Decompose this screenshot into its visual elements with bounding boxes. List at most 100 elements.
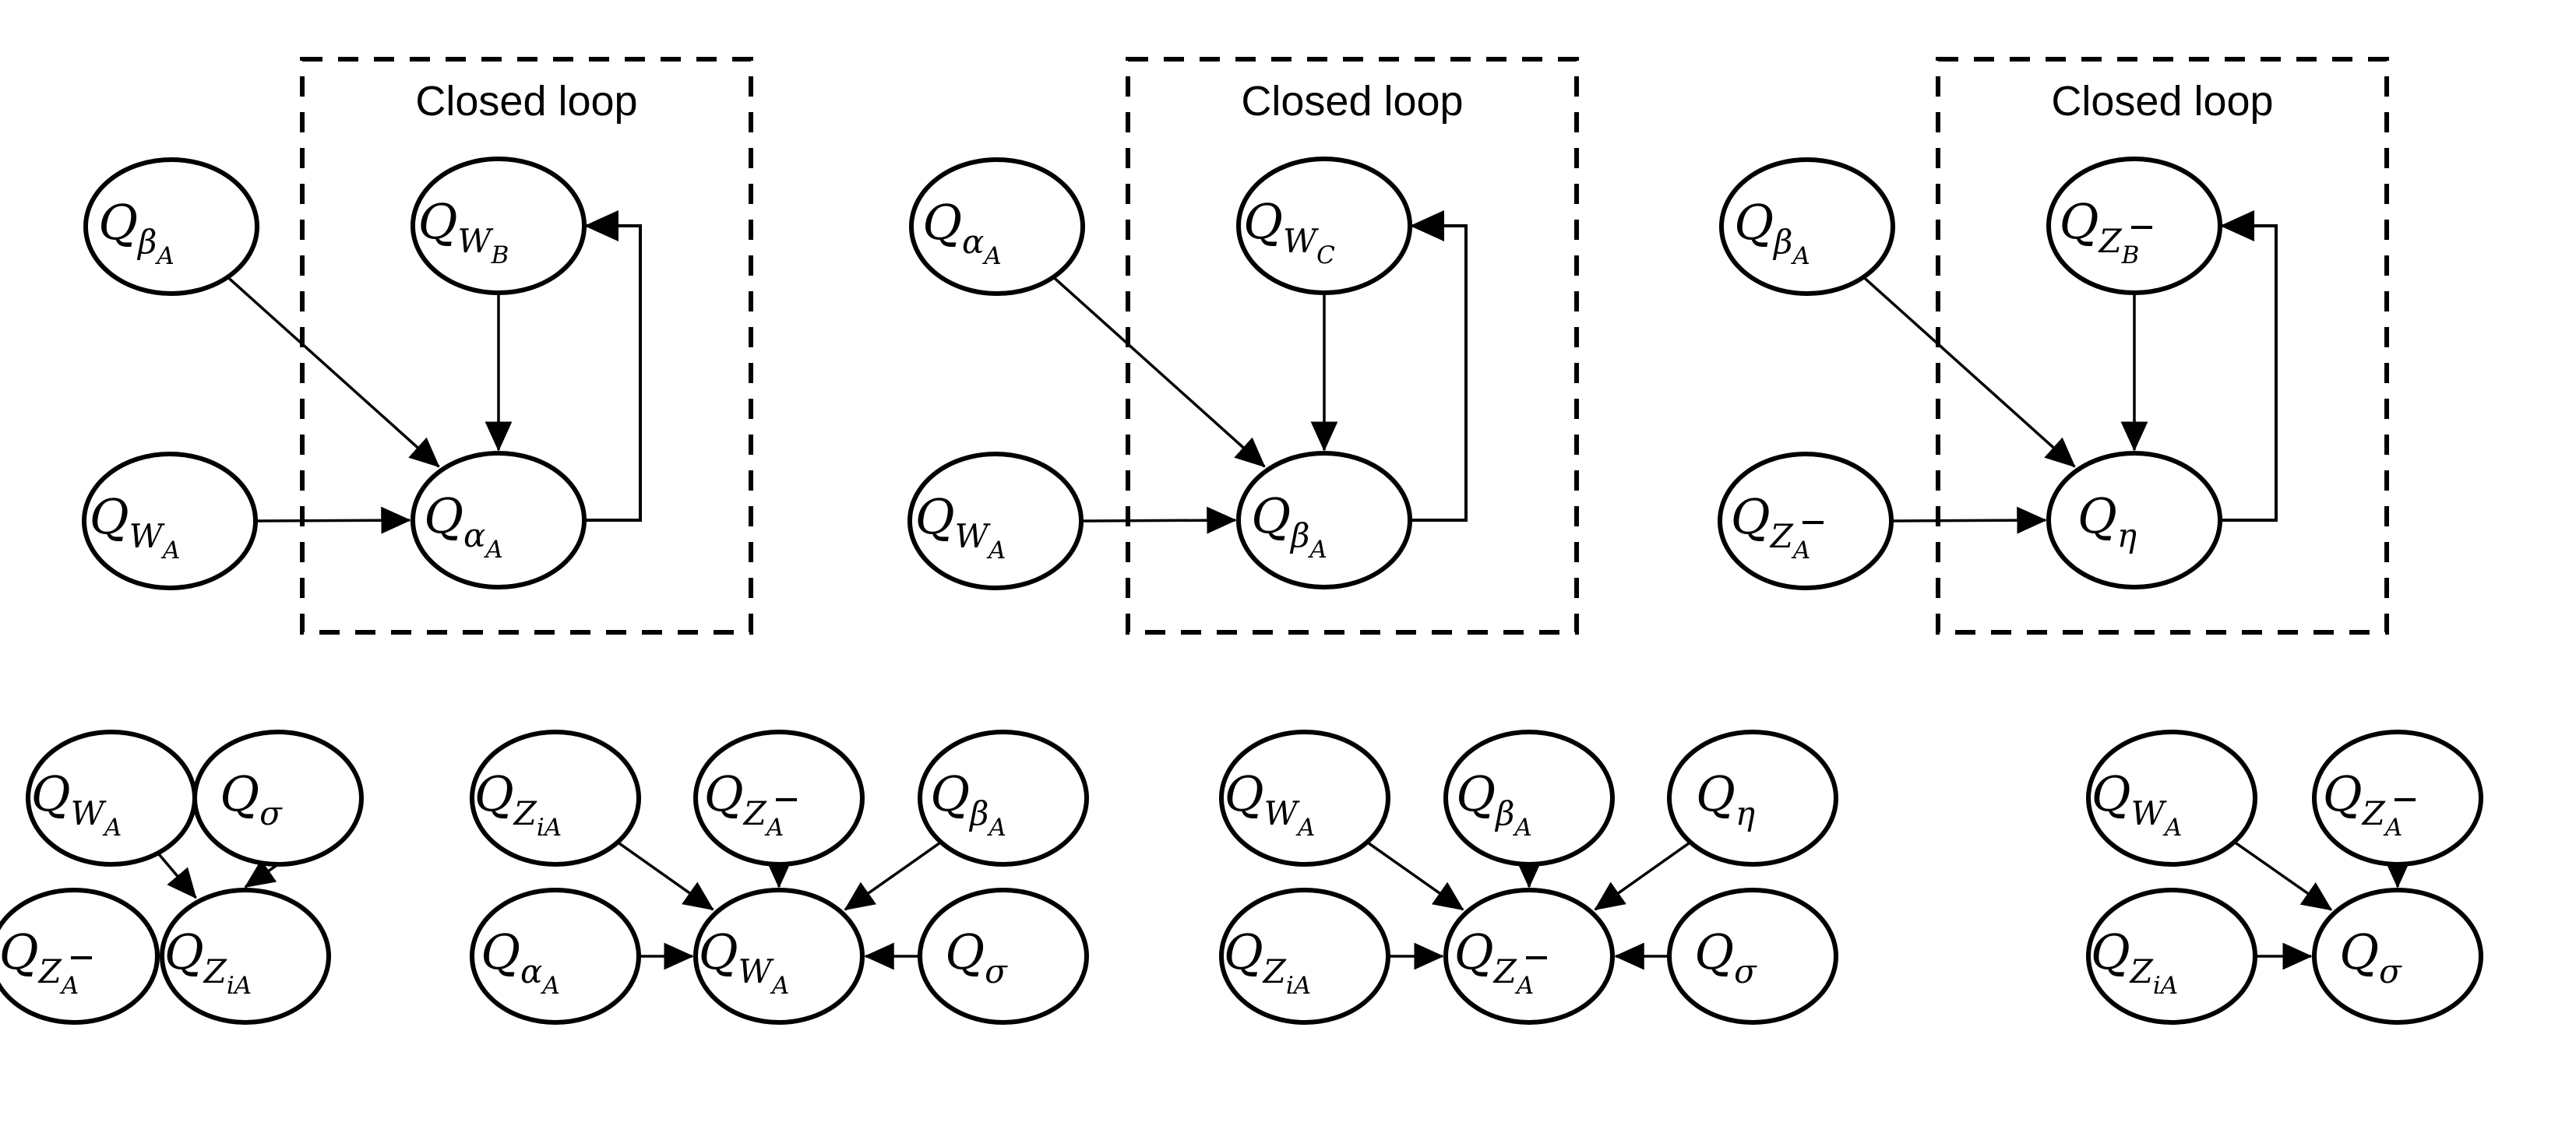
loop-title-layer: Closed loop Closed loop Closed loop (415, 78, 2273, 125)
node-b4-zia[interactable]: QZiA (2086, 888, 2257, 1025)
node-ellipse (918, 730, 1089, 867)
node-p2-w-a[interactable]: QWA (907, 452, 1084, 590)
node-p1-w-a[interactable]: QWA (82, 452, 258, 590)
node-b3-sig[interactable]: Qσ (1667, 888, 1838, 1025)
node-label: Qη (1696, 765, 1755, 832)
node-label: QZA (1731, 488, 1810, 565)
edge-b1-sig-to-b1-zia (244, 859, 279, 888)
edge-b3-wa-to-b3-zbar (1366, 840, 1464, 911)
node-ellipse (693, 888, 865, 1025)
node-label: QβA (1734, 194, 1810, 270)
node-ellipse (2312, 888, 2483, 1025)
node-ellipse (192, 730, 364, 867)
edge-p2-beta-a-to-p2-w-c (1410, 210, 1468, 522)
closed-loop-title: Closed loop (2051, 78, 2273, 125)
node-b4-sig[interactable]: Qσ (2312, 888, 2483, 1025)
node-b1-zbar[interactable]: QZA (0, 888, 160, 1025)
node-ellipse (1719, 157, 1895, 296)
node-b3-zbar[interactable]: QZA (1443, 888, 1615, 1025)
node-b4-zbar[interactable]: QZA (2312, 730, 2483, 867)
node-label: QZA (1454, 924, 1534, 1000)
node-ellipse (1236, 157, 1412, 295)
node-label: QZiA (1224, 924, 1311, 1000)
node-p2-w-c[interactable]: QWC (1236, 157, 1412, 295)
node-label: QWB (418, 193, 509, 269)
node-ellipse (1443, 730, 1615, 867)
node-label: QWA (2091, 765, 2182, 842)
node-p1-alpha-a[interactable]: QαA (411, 451, 587, 589)
node-ellipse (470, 730, 641, 867)
node-b1-wa[interactable]: QWA (26, 730, 197, 867)
edge-p3-beta-a-to-p3-eta (1862, 276, 2076, 468)
edge-b2-beta-to-b2-wa (844, 840, 942, 911)
node-ellipse (907, 452, 1084, 590)
node-label: QZiA (164, 924, 252, 1000)
node-p2-alpha-a[interactable]: QαA (909, 157, 1085, 296)
node-b4-wa[interactable]: QWA (2086, 730, 2257, 867)
node-label: QWA (90, 488, 180, 565)
node-ellipse (411, 451, 587, 589)
node-ellipse (470, 888, 641, 1025)
node-b3-wa[interactable]: QWA (1219, 730, 1390, 867)
edge-b3-eta-to-b3-zbar (1594, 841, 1692, 911)
node-b3-zia[interactable]: QZiA (1219, 888, 1390, 1025)
node-ellipse (918, 888, 1089, 1025)
node-p3-zbar-b[interactable]: QZB (2046, 157, 2222, 295)
edge-p1-beta-a-to-p1-alpha-a (227, 276, 440, 468)
node-label: QβA (98, 194, 174, 270)
closed-loop-title: Closed loop (415, 78, 637, 125)
node-p1-w-b[interactable]: QWB (411, 157, 587, 295)
node-p3-zbar-a[interactable]: QZA (1718, 452, 1894, 590)
node-ellipse (411, 157, 587, 295)
node-label: QβA (1456, 765, 1532, 842)
node-label: QβA (930, 765, 1006, 842)
node-label: QZiA (474, 765, 562, 842)
node-ellipse (1236, 451, 1412, 589)
edge-layer (130, 210, 2412, 970)
node-ellipse (83, 157, 259, 296)
node-b1-sig[interactable]: Qσ (192, 730, 364, 867)
node-label: QWC (1243, 193, 1335, 269)
node-p2-beta-a[interactable]: QβA (1236, 451, 1412, 589)
node-b1-zia[interactable]: QZiA (160, 888, 331, 1025)
node-b2-zbar[interactable]: QZA (693, 730, 865, 867)
node-b2-alpha[interactable]: QαA (470, 888, 641, 1025)
node-b2-sig[interactable]: Qσ (918, 888, 1089, 1025)
node-label: QZB (2060, 193, 2140, 269)
node-label: QαA (424, 487, 503, 564)
node-label: QWA (915, 488, 1006, 565)
node-ellipse (909, 157, 1085, 296)
node-ellipse (2046, 451, 2222, 589)
node-label: Qη (2077, 487, 2137, 554)
node-b2-beta[interactable]: QβA (918, 730, 1089, 867)
node-label: QZA (2323, 765, 2402, 842)
closed-loop-title: Closed loop (1241, 78, 1463, 125)
edge-b1-wa-to-b1-zia (157, 852, 197, 899)
node-p3-beta-a[interactable]: QβA (1719, 157, 1895, 296)
edge-p2-w-a-to-p2-beta-a (1080, 506, 1237, 534)
edge-p1-alpha-a-to-p1-w-b (584, 210, 642, 522)
node-label: QZA (0, 924, 79, 1000)
node-b2-wa[interactable]: QWA (693, 888, 865, 1025)
node-label: QαA (481, 924, 560, 1000)
node-b2-zia[interactable]: QZiA (470, 730, 641, 867)
node-label: QαA (922, 194, 1002, 270)
edge-p2-alpha-a-to-p2-beta-a (1052, 276, 1266, 468)
node-label: QZA (704, 765, 784, 842)
node-label: QWA (1225, 765, 1315, 842)
node-ellipse (82, 452, 258, 590)
node-p1-beta-a[interactable]: QβA (83, 157, 259, 296)
node-label: Qσ (220, 765, 283, 832)
node-label: Qσ (945, 924, 1008, 991)
node-ellipse (1219, 888, 1390, 1025)
node-ellipse (160, 888, 331, 1025)
edge-b2-zia-to-b2-wa (616, 841, 714, 911)
edge-p3-eta-to-p3-zbar-b (2220, 210, 2278, 522)
edge-p3-zbar-a-to-p3-eta (1891, 506, 2047, 534)
node-b3-eta[interactable]: Qη (1667, 730, 1838, 867)
node-p3-eta[interactable]: Qη (2046, 451, 2222, 589)
node-b3-beta[interactable]: QβA (1443, 730, 1615, 867)
node-ellipse (2086, 730, 2257, 867)
